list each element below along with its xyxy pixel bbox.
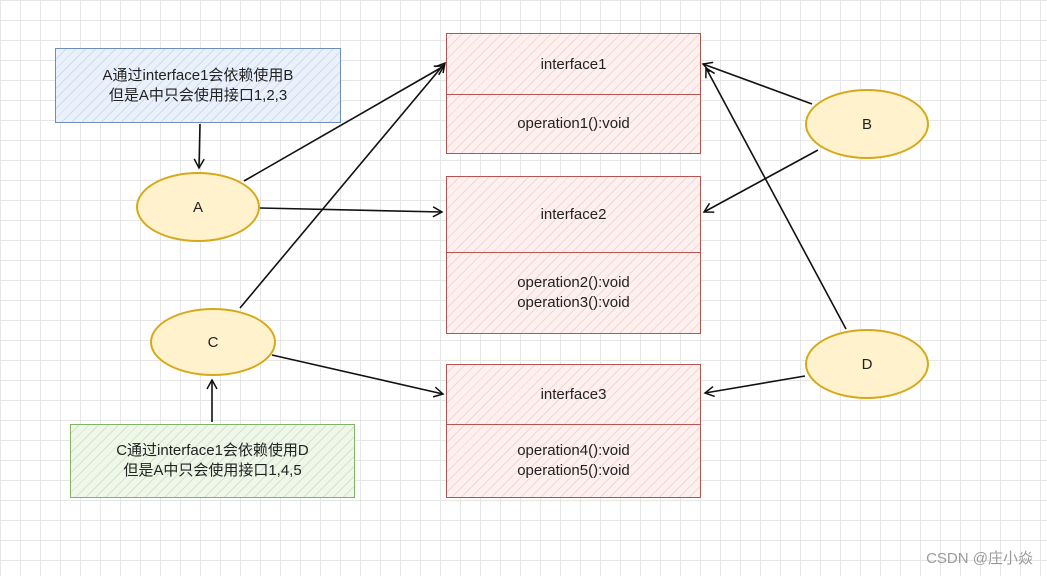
note-a-line2: 但是A中只会使用接口1,2,3 (108, 86, 288, 104)
node-b: B (805, 89, 929, 159)
node-d: D (805, 329, 929, 399)
note-c-line1: C通过interface1会依赖使用D (116, 442, 309, 459)
node-a: A (136, 172, 260, 242)
interface1-method: operation1():void (517, 115, 630, 132)
watermark: CSDN @庄小焱 (926, 550, 1033, 567)
arrow-c-to-interface3 (271, 354, 445, 398)
interface2-methods: operation2():void operation3():void (447, 253, 700, 333)
arrow-d-to-interface1 (705, 66, 847, 330)
interface3-method: operation5():void (517, 462, 630, 479)
interface1-title: interface1 (447, 34, 700, 95)
arrow-b-to-interface2 (702, 149, 819, 213)
interface1-box: interface1 operation1():void (446, 33, 701, 154)
interface2-method: operation3():void (517, 294, 630, 311)
interface3-box: interface3 operation4():void operation5(… (446, 364, 701, 498)
arrow-note-to-a (193, 123, 205, 170)
interface2-method: operation2():void (517, 274, 630, 291)
note-a-line1: A通过interface1会依赖使用B (102, 66, 294, 84)
arrow-c-to-interface1 (239, 61, 446, 309)
interface3-methods: operation4():void operation5():void (447, 425, 700, 497)
arrow-b-to-interface1 (701, 61, 813, 105)
interface3-method: operation4():void (517, 442, 630, 459)
note-c-dependency: C通过interface1会依赖使用D 但是A中只会使用接口1,4,5 (70, 424, 355, 498)
node-c: C (150, 308, 276, 376)
interface3-title: interface3 (447, 365, 700, 425)
arrow-a-to-interface2 (259, 206, 444, 218)
note-a-dependency: A通过interface1会依赖使用B 但是A中只会使用接口1,2,3 (55, 48, 341, 123)
arrow-a-to-interface1 (243, 65, 446, 182)
note-c-line2: 但是A中只会使用接口1,4,5 (123, 462, 302, 479)
interface2-box: interface2 operation2():void operation3(… (446, 176, 701, 334)
interface1-methods: operation1():void (447, 95, 700, 153)
arrow-d-to-interface3 (703, 375, 806, 398)
interface2-title: interface2 (447, 177, 700, 253)
